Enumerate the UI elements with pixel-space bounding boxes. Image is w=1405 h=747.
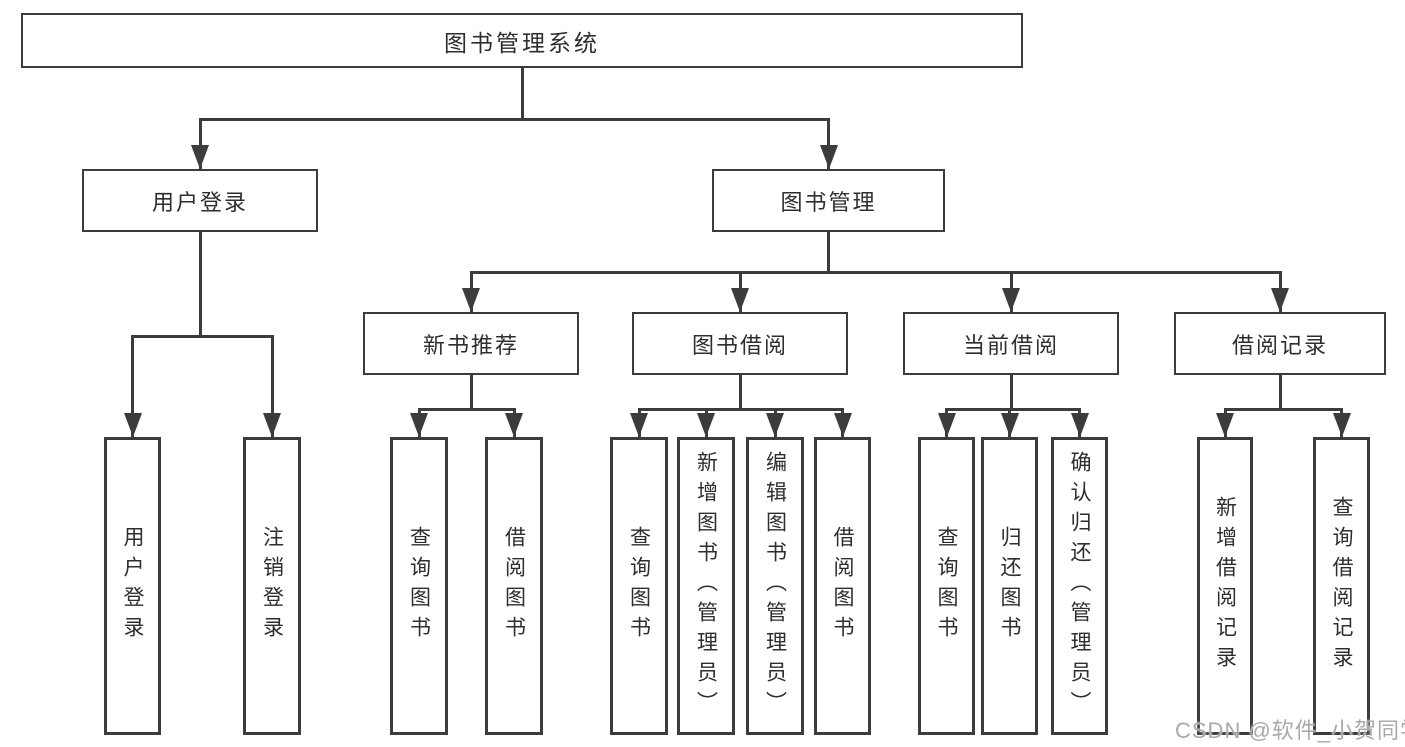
arrow-down-icon bbox=[697, 413, 715, 437]
arrow-down-icon bbox=[505, 413, 523, 437]
connector-root-stem bbox=[520, 67, 524, 121]
arrow-down-icon bbox=[191, 145, 209, 169]
connector-recommend-bar bbox=[417, 408, 516, 411]
arrow-down-icon bbox=[731, 288, 749, 312]
leaf-query-books-recommend: 查询图书 bbox=[390, 437, 448, 735]
root-node-library-system: 图书管理系统 bbox=[21, 13, 1023, 68]
arrow-down-icon bbox=[937, 413, 956, 437]
leaf-label: 新增图书（管理员） bbox=[694, 451, 718, 721]
arrow-down-icon bbox=[819, 145, 838, 169]
leaf-query-books-current: 查询图书 bbox=[918, 437, 975, 735]
leaf-label: 确认归还（管理员） bbox=[1068, 451, 1091, 721]
leaf-label: 查询图书 bbox=[407, 526, 431, 646]
connector-current-bar bbox=[945, 408, 1081, 411]
node-label: 当前借阅 bbox=[962, 332, 1059, 358]
leaf-query-books-borrow: 查询图书 bbox=[610, 437, 668, 735]
node-user-login: 用户登录 bbox=[82, 169, 318, 232]
leaf-query-borrow-record: 查询借阅记录 bbox=[1313, 437, 1370, 735]
node-book-management: 图书管理 bbox=[712, 169, 945, 232]
leaf-label: 用户登录 bbox=[121, 526, 144, 646]
leaf-label: 新增借阅记录 bbox=[1213, 496, 1237, 676]
leaf-label: 借阅图书 bbox=[831, 526, 854, 646]
connector-records-stem bbox=[1278, 374, 1282, 411]
node-label: 用户登录 bbox=[151, 189, 248, 215]
arrow-down-icon bbox=[833, 413, 852, 437]
leaf-add-books-admin: 新增图书（管理员） bbox=[677, 437, 735, 735]
connector-level1-bar bbox=[198, 118, 830, 121]
leaf-label: 查询图书 bbox=[627, 526, 651, 646]
leaf-logout-login: 注销登录 bbox=[243, 437, 301, 735]
connector-login-bar bbox=[131, 335, 273, 338]
arrow-down-icon bbox=[1070, 413, 1089, 437]
connector-borrow-bar bbox=[637, 408, 843, 411]
leaf-label: 注销登录 bbox=[260, 526, 284, 646]
connector-current-stem bbox=[1009, 374, 1013, 411]
arrow-down-icon bbox=[1000, 413, 1019, 437]
connector-mgmt-stem bbox=[827, 232, 830, 274]
connector-login-stem bbox=[198, 231, 202, 338]
arrow-down-icon bbox=[630, 413, 648, 437]
leaf-label: 查询图书 bbox=[935, 526, 958, 646]
connector-drop-leaf-login bbox=[131, 335, 134, 437]
arrow-down-icon bbox=[462, 288, 480, 312]
node-book-borrow: 图书借阅 bbox=[632, 312, 848, 375]
arrow-down-icon bbox=[766, 413, 784, 437]
connector-records-bar bbox=[1223, 408, 1343, 411]
connector-recommend-stem bbox=[469, 374, 473, 411]
node-label: 借阅记录 bbox=[1231, 332, 1328, 358]
arrow-down-icon bbox=[410, 413, 428, 437]
arrow-down-icon bbox=[1002, 288, 1020, 312]
leaf-borrow-books: 借阅图书 bbox=[814, 437, 871, 735]
connector-borrow-stem bbox=[738, 374, 742, 411]
leaf-label: 查询借阅记录 bbox=[1330, 496, 1353, 676]
arrow-down-icon bbox=[263, 413, 281, 437]
leaf-user-login: 用户登录 bbox=[104, 437, 161, 735]
root-node-label: 图书管理系统 bbox=[444, 29, 600, 56]
leaf-edit-books-admin: 编辑图书（管理员） bbox=[746, 437, 804, 735]
arrow-down-icon bbox=[1216, 413, 1234, 437]
arrow-down-icon bbox=[123, 413, 142, 437]
node-current-borrow: 当前借阅 bbox=[903, 312, 1119, 375]
node-borrow-records: 借阅记录 bbox=[1174, 312, 1386, 375]
leaf-confirm-return-admin: 确认归还（管理员） bbox=[1051, 437, 1108, 735]
leaf-label: 编辑图书（管理员） bbox=[763, 451, 787, 721]
arrow-down-icon bbox=[1332, 413, 1351, 437]
connector-drop-leaf-logout bbox=[270, 335, 274, 437]
node-label: 新书推荐 bbox=[422, 332, 519, 358]
leaf-add-borrow-record: 新增借阅记录 bbox=[1197, 437, 1253, 735]
node-label: 图书借阅 bbox=[691, 332, 788, 358]
connector-drop-book-management bbox=[827, 118, 830, 169]
leaf-borrow-books-recommend: 借阅图书 bbox=[485, 437, 543, 735]
arrow-down-icon bbox=[1271, 288, 1289, 312]
connector-drop-user-login bbox=[198, 118, 202, 169]
leaf-label: 借阅图书 bbox=[502, 526, 526, 646]
leaf-label: 归还图书 bbox=[998, 526, 1021, 646]
node-label: 图书管理 bbox=[780, 189, 877, 215]
leaf-return-books: 归还图书 bbox=[981, 437, 1038, 735]
connector-level2-bar bbox=[469, 271, 1281, 274]
csdn-watermark: CSDN @软件_小贺同学 bbox=[1175, 718, 1405, 743]
node-new-book-recommend: 新书推荐 bbox=[363, 312, 579, 375]
